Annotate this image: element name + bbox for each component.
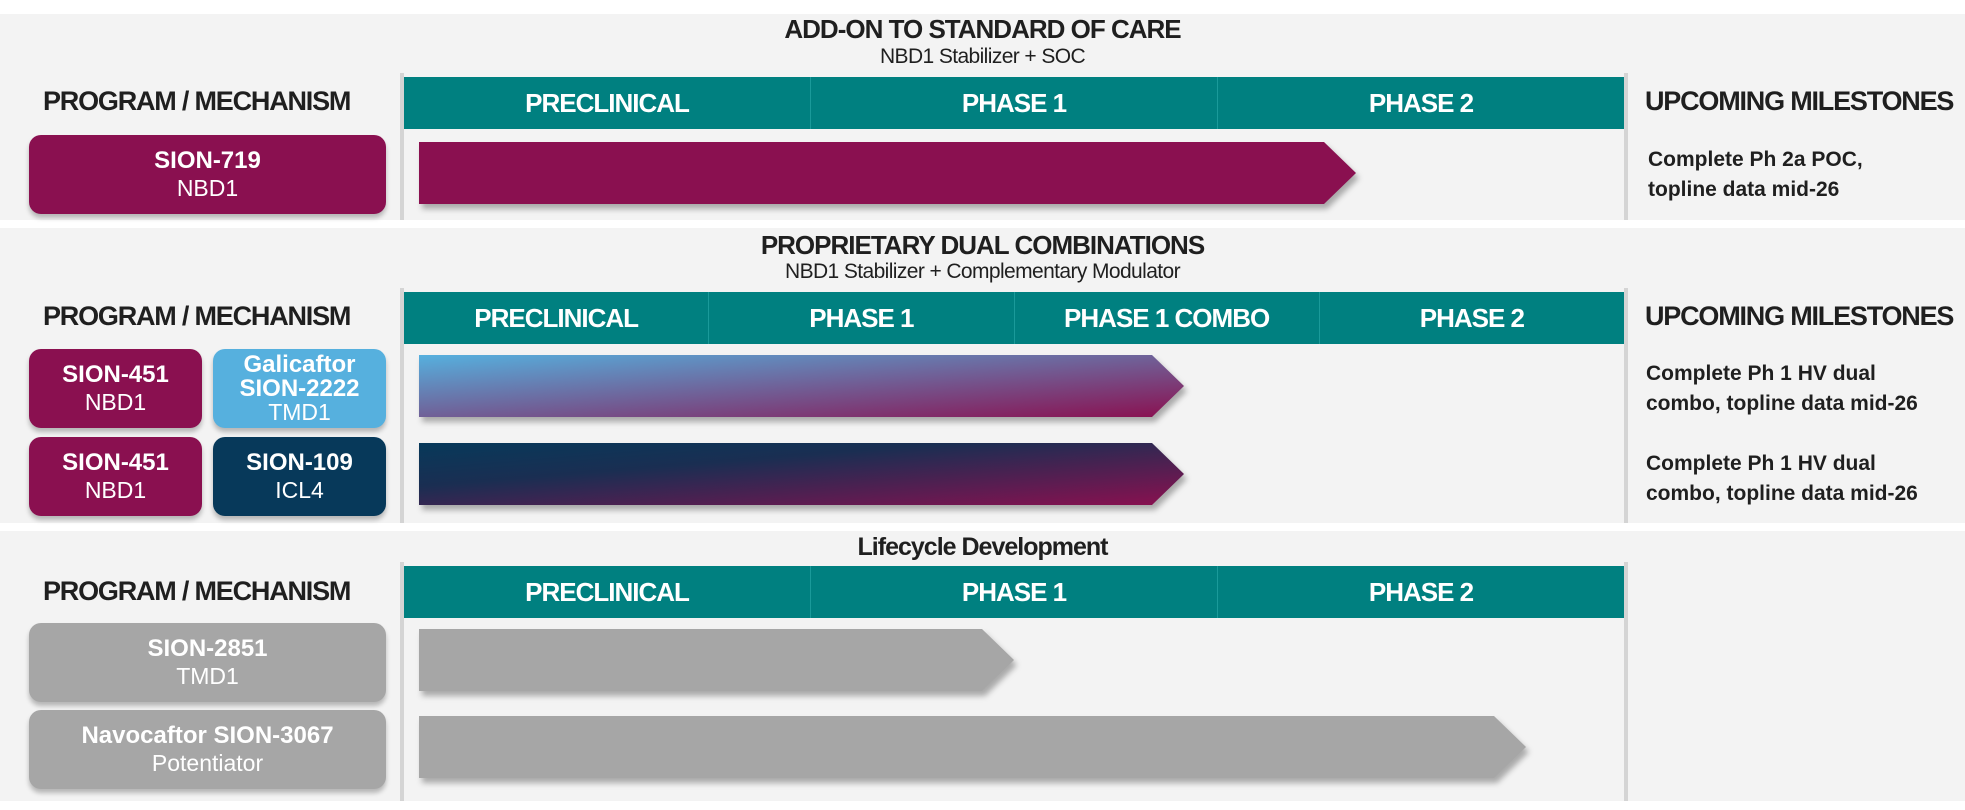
progress-arrow-shape: [419, 355, 1184, 417]
program-name: SION-109: [246, 449, 353, 477]
phase-2: PHASE 2: [1368, 87, 1474, 118]
phase-1-combo: PHASE 1 COMBO: [1015, 292, 1320, 344]
phase-1: PHASE 1: [709, 292, 1015, 344]
progress-arrow-sion-2851: [419, 629, 1014, 691]
program-card-sion-2851: SION-2851 TMD1: [29, 623, 386, 702]
section-subtitle: NBD1 Stabilizer + SOC: [879, 45, 1086, 68]
progress-arrow-sion-451-sion-109: [419, 443, 1184, 505]
program-card-sion-451: SION-451 NBD1: [29, 349, 202, 428]
progress-arrow-shape: [419, 629, 1014, 691]
program-name: Galicaftor: [243, 351, 356, 378]
milestone-line: Complete Ph 1 HV dual: [1646, 362, 1876, 385]
section-title: Lifecycle Development: [857, 533, 1109, 561]
grid-line-left: [400, 73, 404, 220]
program-card-sion-451: SION-451 NBD1: [29, 437, 202, 516]
program-card-sion-719: SION-719 NBD1: [29, 135, 386, 214]
program-mechanism: Potentiator: [151, 750, 264, 777]
phase-preclinical: PRECLINICAL: [404, 566, 811, 618]
milestone-line: combo, topline data mid-26: [1646, 392, 1918, 415]
grid-line-left: [400, 562, 404, 801]
progress-arrow-navocaftor: [419, 716, 1526, 778]
progress-arrow-sion-719: [419, 142, 1356, 204]
progress-arrow-shape: [419, 443, 1184, 505]
program-mechanism: NBD1: [176, 175, 239, 202]
program-mechanism: NBD1: [84, 477, 147, 504]
program-mechanism: ICL4: [275, 477, 324, 504]
grid-line-right: [1624, 73, 1628, 220]
grid-line-right: [1624, 562, 1628, 801]
progress-arrow-shape: [419, 716, 1526, 778]
milestone-sion-719: Complete Ph 2a POC, topline data mid-26: [1648, 145, 1958, 205]
program-name: SION-451: [62, 449, 169, 477]
milestone-sion-451-sion-109: Complete Ph 1 HV dual combo, topline dat…: [1646, 449, 1962, 509]
section-title: ADD-ON TO STANDARD OF CARE: [784, 14, 1181, 44]
milestone-sion-451-galicaftor: Complete Ph 1 HV dual combo, topline dat…: [1646, 359, 1962, 419]
program-card-navocaftor: Navocaftor SION-3067 Potentiator: [29, 710, 386, 789]
upcoming-milestones-header: UPCOMING MILESTONES: [1645, 86, 1954, 116]
milestone-line: Complete Ph 2a POC,: [1648, 148, 1863, 171]
program-mechanism: TMD1: [176, 663, 239, 690]
grid-line-left: [400, 288, 404, 523]
phase-1: PHASE 1: [811, 77, 1218, 129]
program-name: SION-719: [154, 147, 261, 175]
phase-header: PRECLINICAL PHASE 1 PHASE 1 COMBO PHASE …: [404, 292, 1624, 344]
program-name: SION-2851: [147, 635, 268, 663]
phase-2: PHASE 2: [1368, 576, 1474, 607]
phase-preclinical: PRECLINICAL: [404, 77, 811, 129]
phase-2: PHASE 2: [1419, 302, 1525, 333]
program-card-galicaftor: Galicaftor SION-2222 TMD1: [213, 349, 386, 428]
section-subtitle: NBD1 Stabilizer + Complementary Modulato…: [785, 260, 1181, 283]
progress-arrow-sion-451-galicaftor: [419, 355, 1184, 417]
program-name-code: SION-2222: [239, 375, 360, 402]
grid-line-right: [1624, 288, 1628, 523]
program-name: SION-451: [62, 361, 169, 389]
program-mechanism-header: PROGRAM / MECHANISM: [43, 576, 351, 606]
section-title: PROPRIETARY DUAL COMBINATIONS: [760, 230, 1205, 260]
upcoming-milestones-header: UPCOMING MILESTONES: [1645, 301, 1954, 331]
program-mechanism: NBD1: [84, 389, 147, 416]
progress-arrow-shape: [419, 142, 1356, 204]
phase-1: PHASE 1: [811, 566, 1218, 618]
phase-header: PRECLINICAL PHASE 1 PHASE 2: [404, 77, 1624, 129]
program-mechanism-header: PROGRAM / MECHANISM: [43, 301, 351, 331]
program-mechanism-header: PROGRAM / MECHANISM: [43, 86, 351, 116]
milestone-line: topline data mid-26: [1648, 178, 1840, 201]
phase-header: PRECLINICAL PHASE 1 PHASE 2: [404, 566, 1624, 618]
program-name: Navocaftor SION-3067: [81, 722, 334, 750]
program-card-sion-109: SION-109 ICL4: [213, 437, 386, 516]
program-mechanism: TMD1: [268, 399, 331, 425]
milestone-line: Complete Ph 1 HV dual: [1646, 452, 1876, 475]
milestone-line: combo, topline data mid-26: [1646, 482, 1918, 505]
phase-preclinical: PRECLINICAL: [404, 292, 710, 344]
